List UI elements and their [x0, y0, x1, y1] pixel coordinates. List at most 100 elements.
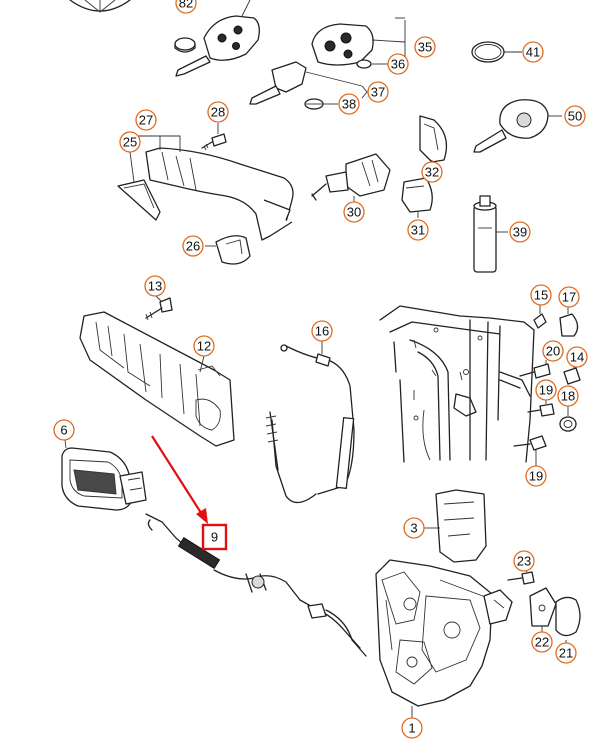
- callout-37: 37: [367, 81, 389, 103]
- screw-23-part: [507, 568, 535, 585]
- callout-32: 32: [421, 161, 443, 183]
- callout-25: 25: [119, 131, 141, 153]
- lock-cylinder-30-part: [311, 153, 391, 202]
- svg-text:26: 26: [186, 239, 200, 254]
- callout-20: 20: [542, 340, 564, 362]
- cable-9-part: [145, 513, 367, 657]
- clip-15-part: [533, 305, 547, 329]
- svg-text:39: 39: [513, 225, 527, 240]
- svg-text:19: 19: [529, 469, 543, 484]
- callout-41: 41: [522, 41, 544, 63]
- callout-28: 28: [207, 101, 229, 123]
- folding-key-part: [175, 0, 260, 77]
- bolt-20-part: [519, 360, 551, 379]
- callout-19-upper: 19: [535, 379, 557, 401]
- callout-82: 82: [175, 0, 197, 14]
- svg-text:28: 28: [211, 105, 225, 120]
- callout-50: 50: [564, 105, 586, 127]
- svg-text:36: 36: [391, 57, 405, 72]
- svg-text:32: 32: [425, 165, 439, 180]
- inner-handle-6-part: [61, 439, 147, 511]
- svg-text:14: 14: [570, 350, 584, 365]
- svg-text:37: 37: [371, 85, 385, 100]
- key-blade-part: [249, 61, 368, 105]
- callout-14: 14: [566, 346, 588, 368]
- callout-13: 13: [144, 275, 166, 297]
- callout-35: 35: [414, 36, 436, 58]
- plate-22-part: [529, 587, 557, 632]
- cap-26-part: [205, 235, 251, 265]
- bolt-28-part: [201, 123, 227, 151]
- transponder-key-part: [473, 99, 562, 153]
- o-ring-part: [471, 41, 522, 63]
- emblem-38-part: [304, 98, 338, 110]
- svg-text:25: 25: [123, 135, 137, 150]
- callout-21: 21: [555, 642, 577, 664]
- bracket-3-part: [424, 489, 487, 563]
- callout-6: 6: [53, 419, 75, 441]
- battery-36-part: [356, 59, 388, 69]
- svg-text:20: 20: [546, 344, 560, 359]
- callout-12: 12: [193, 335, 215, 357]
- gasket-25-part: [117, 151, 161, 221]
- svg-text:22: 22: [535, 635, 549, 650]
- striker-18-part: [559, 405, 577, 432]
- callout-39: 39: [509, 221, 531, 243]
- callout-3: 3: [403, 517, 425, 539]
- svg-text:50: 50: [568, 109, 582, 124]
- callout-19-lower: 19: [525, 465, 547, 487]
- handle-carrier-12-part: [79, 311, 235, 447]
- svg-text:41: 41: [526, 45, 540, 60]
- svg-text:35: 35: [418, 40, 432, 55]
- svg-text:13: 13: [148, 279, 162, 294]
- svg-text:12: 12: [197, 339, 211, 354]
- callout-15: 15: [530, 284, 552, 306]
- bolt-19a-part: [527, 400, 555, 417]
- outer-handle-part: [124, 135, 294, 241]
- callout-22: 22: [531, 631, 553, 653]
- svg-text:16: 16: [315, 324, 329, 339]
- cover-17-part: [559, 306, 579, 337]
- svg-text:19: 19: [539, 383, 553, 398]
- callout-16: 16: [311, 320, 333, 342]
- svg-text:18: 18: [561, 389, 575, 404]
- remote-key-part: [311, 17, 406, 70]
- door-frame-part: [379, 305, 535, 463]
- callout-23: 23: [513, 550, 535, 572]
- svg-text:6: 6: [60, 423, 67, 438]
- svg-text:27: 27: [139, 113, 153, 128]
- svg-text:3: 3: [410, 521, 417, 536]
- callout-26: 26: [182, 235, 204, 257]
- callout-38: 38: [338, 93, 360, 115]
- svg-text:15: 15: [534, 288, 548, 303]
- svg-text:82: 82: [179, 0, 193, 11]
- emblem-part: [69, 0, 131, 13]
- svg-text:17: 17: [562, 290, 576, 305]
- cover-31-part: [401, 177, 433, 218]
- callout-31: 31: [407, 219, 429, 241]
- svg-text:30: 30: [347, 205, 361, 220]
- pointer-arrow: [151, 435, 208, 524]
- cable-16-part: [265, 341, 355, 504]
- bolt-19b-part: [513, 435, 547, 466]
- callout-27: 27: [135, 109, 157, 131]
- svg-text:23: 23: [517, 554, 531, 569]
- grease-can-39-part: [473, 195, 508, 273]
- callout-30: 30: [343, 201, 365, 223]
- button-cell-part: [174, 37, 196, 53]
- door-lock-1-part: [375, 559, 513, 718]
- callout-36: 36: [387, 53, 409, 75]
- cover-32-part: [419, 115, 448, 163]
- cover-21-part: [555, 596, 581, 644]
- callout-17: 17: [558, 286, 580, 308]
- svg-text:1: 1: [408, 721, 415, 736]
- screw-13-part: [145, 295, 173, 321]
- svg-text:31: 31: [411, 223, 425, 238]
- svg-text:9: 9: [211, 530, 218, 545]
- highlighted-callout-9[interactable]: 9: [201, 523, 228, 551]
- svg-text:21: 21: [559, 646, 573, 661]
- bushing-14-part: [563, 366, 581, 385]
- callout-1: 1: [401, 717, 423, 739]
- svg-text:38: 38: [342, 97, 356, 112]
